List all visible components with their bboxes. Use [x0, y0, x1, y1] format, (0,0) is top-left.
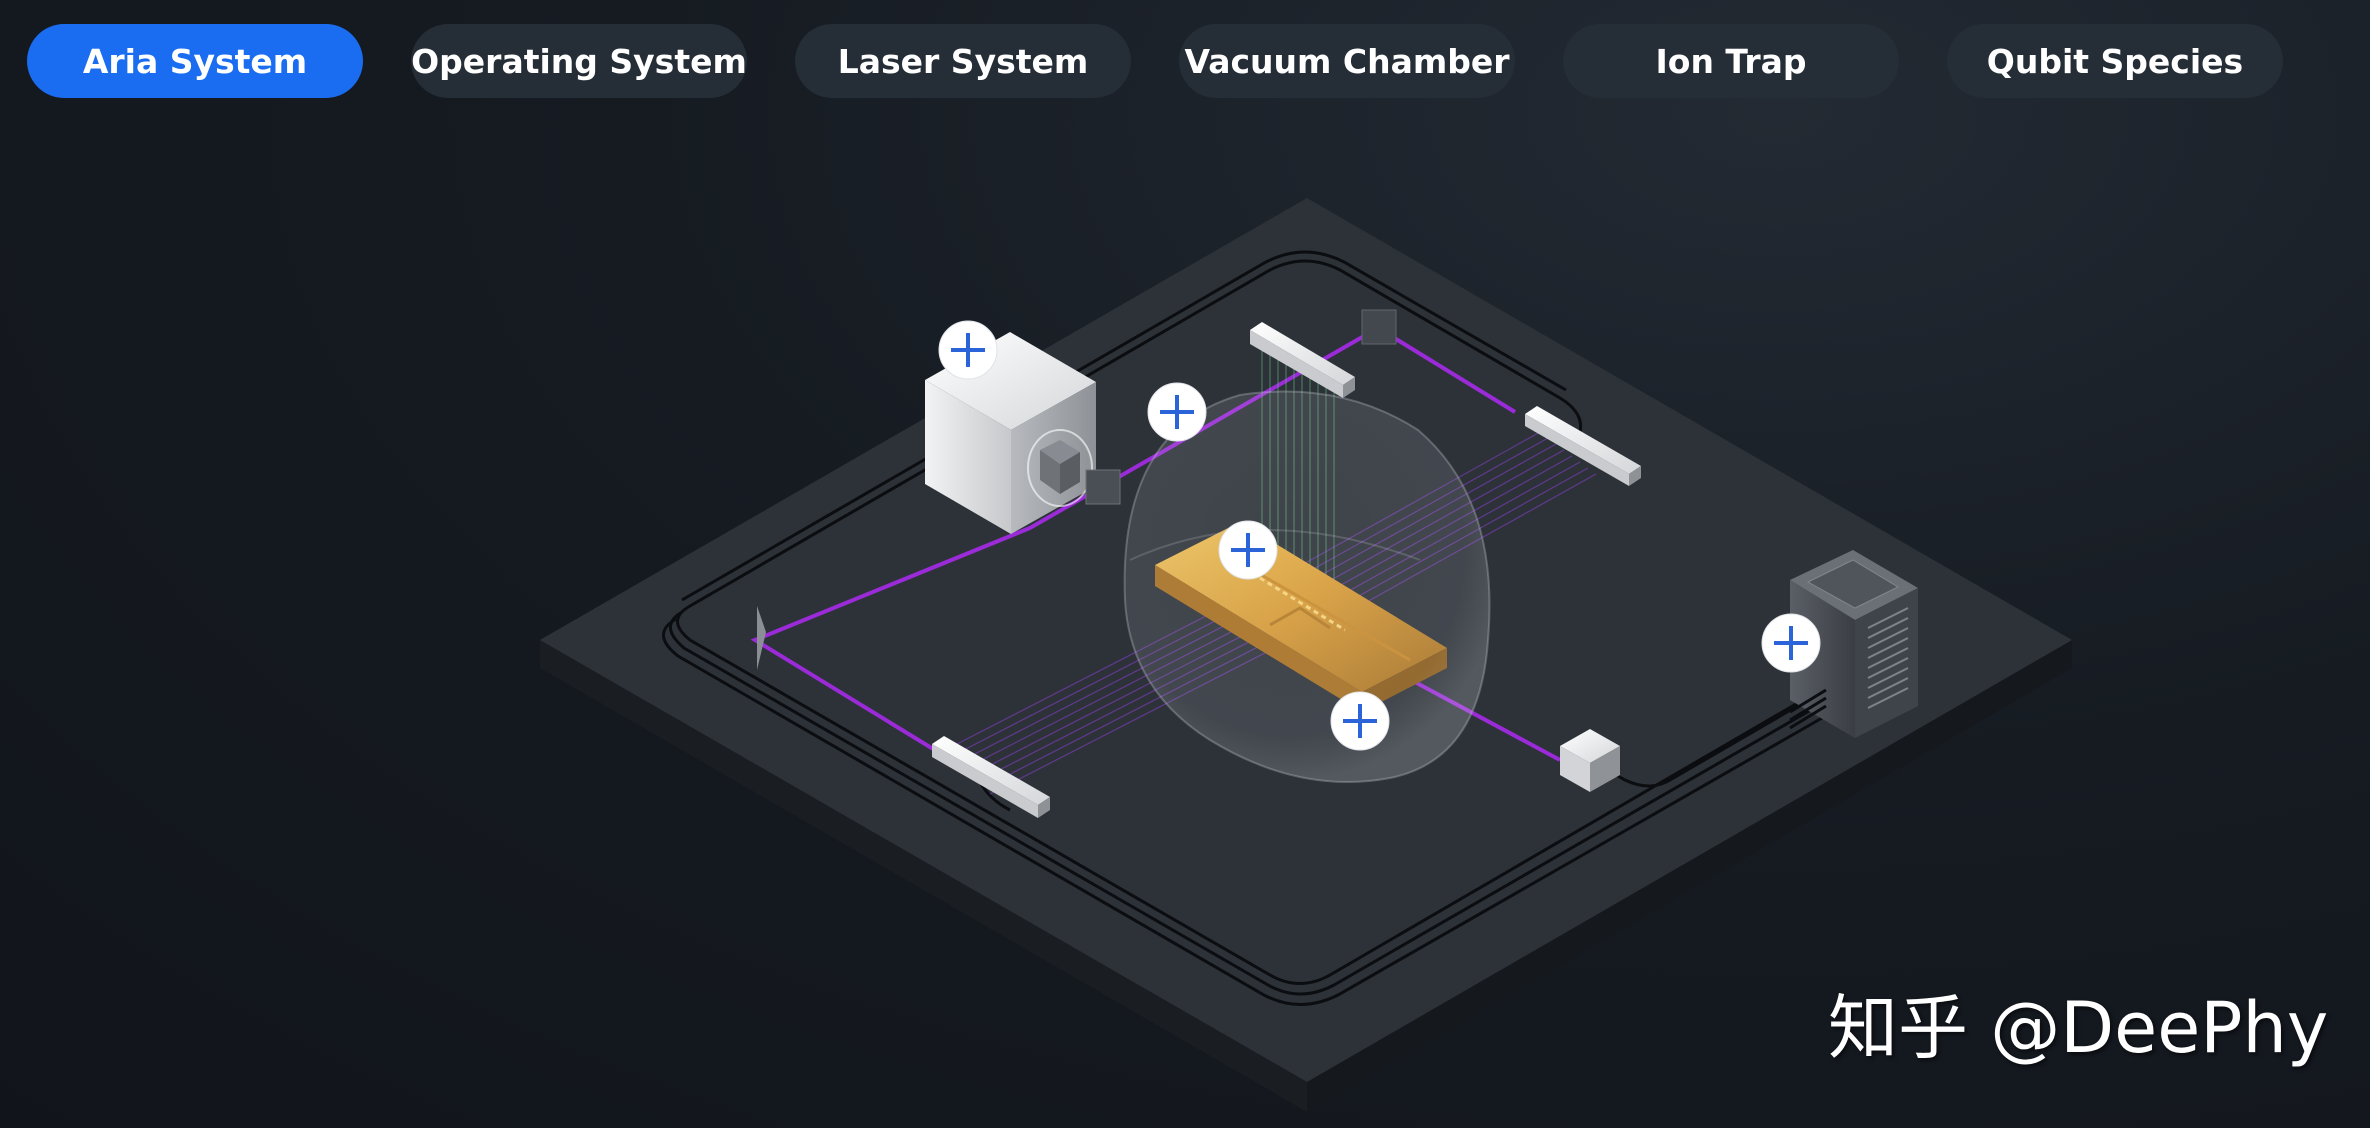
hotspot-ion-trap[interactable] [1761, 613, 1821, 673]
plus-circle-icon [1160, 395, 1194, 429]
hotspot-qubit-species[interactable] [1218, 520, 1278, 580]
top-emitter-bar [1250, 322, 1355, 398]
tab-vacuum-chamber[interactable]: Vacuum Chamber [1179, 24, 1515, 98]
tab-operating-system[interactable]: Operating System [411, 24, 747, 98]
hotspot-operating-system[interactable] [938, 320, 998, 380]
tab-qubit-species[interactable]: Qubit Species [1947, 24, 2283, 98]
hotspot-laser-system[interactable] [1147, 382, 1207, 442]
hotspot-vacuum-chamber[interactable] [1330, 691, 1390, 751]
system-tab-bar: Aria System Operating System Laser Syste… [27, 24, 2283, 98]
tab-laser-system[interactable]: Laser System [795, 24, 1131, 98]
mirror-square-top [1361, 309, 1397, 345]
detector-cube [1560, 729, 1620, 792]
mirror-prism-left [757, 606, 766, 670]
left-emitter-bar [932, 736, 1050, 818]
watermark-text: 知乎 @DeePhy [1828, 987, 2329, 1069]
tab-ion-trap[interactable]: Ion Trap [1563, 24, 1899, 98]
plus-circle-icon [1343, 704, 1377, 738]
plus-circle-icon [1774, 626, 1808, 660]
right-emitter-bar [1525, 406, 1641, 486]
cable-loop [662, 250, 1837, 1006]
plus-circle-icon [951, 333, 985, 367]
server-rack [1789, 550, 1918, 738]
plus-circle-icon [1231, 533, 1265, 567]
tab-aria-system[interactable]: Aria System [27, 24, 363, 98]
